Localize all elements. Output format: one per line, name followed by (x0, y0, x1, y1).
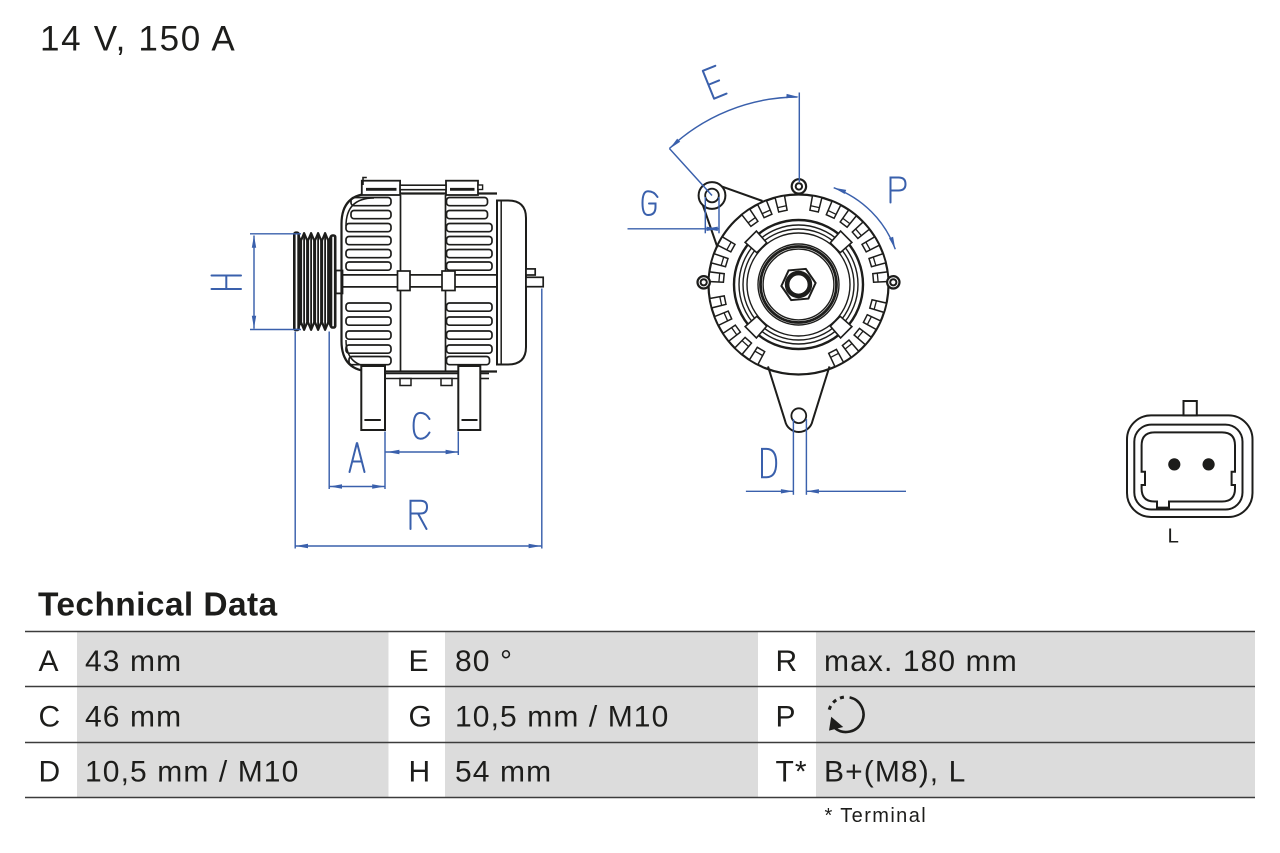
svg-text:E: E (409, 645, 430, 678)
svg-text:43 mm: 43 mm (85, 645, 182, 678)
svg-text:L: L (1168, 524, 1179, 547)
svg-text:max. 180 mm: max. 180 mm (824, 645, 1018, 678)
svg-text:54 mm: 54 mm (455, 756, 552, 789)
svg-text:10,5 mm / M10: 10,5 mm / M10 (455, 701, 669, 734)
svg-text:Technical Data: Technical Data (38, 587, 278, 624)
svg-text:D: D (39, 756, 62, 789)
svg-text:B+(M8), L: B+(M8), L (824, 756, 966, 789)
svg-text:H: H (409, 756, 432, 789)
svg-text:G: G (409, 701, 433, 734)
svg-text:T*: T* (776, 756, 808, 789)
svg-text:80 °: 80 ° (455, 645, 513, 678)
svg-text:A: A (39, 645, 60, 678)
svg-text:C: C (39, 701, 62, 734)
svg-text:* Terminal: * Terminal (825, 805, 928, 827)
svg-text:P: P (776, 701, 797, 734)
svg-text:14 V, 150 A: 14 V, 150 A (40, 19, 236, 58)
svg-text:10,5 mm / M10: 10,5 mm / M10 (85, 756, 299, 789)
svg-text:46 mm: 46 mm (85, 701, 182, 734)
svg-text:R: R (776, 645, 799, 678)
